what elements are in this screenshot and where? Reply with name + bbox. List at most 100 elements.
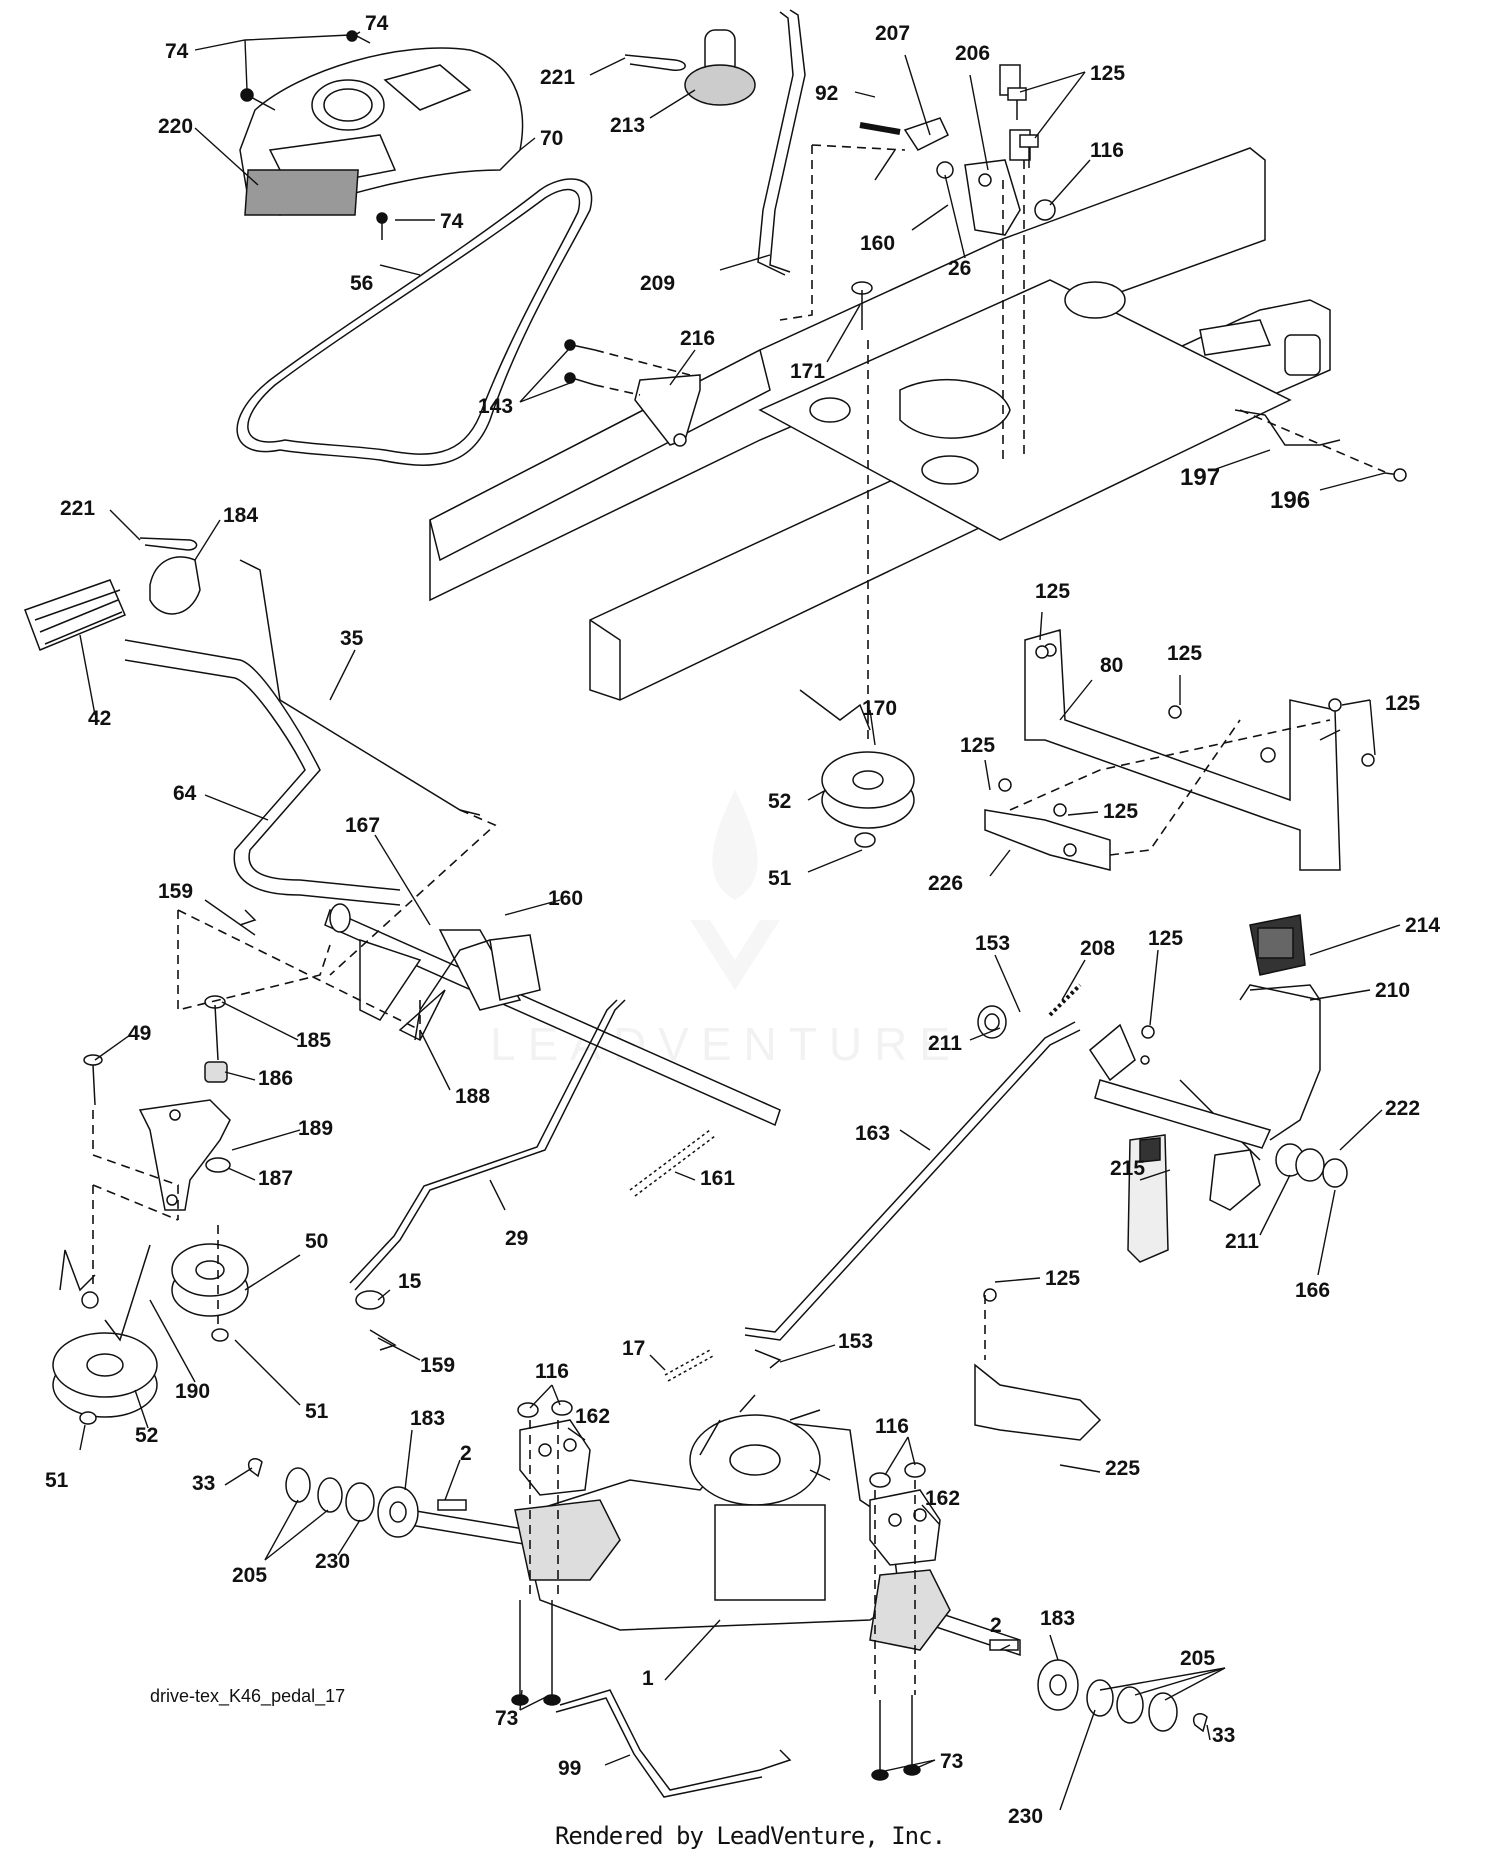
belt-part xyxy=(237,179,591,465)
callout-labels: 74 74 220 70 74 56 221 213 209 207 92 20… xyxy=(45,12,1440,1828)
callout-label: 207 xyxy=(875,22,910,45)
callout-label: 160 xyxy=(860,232,895,255)
idler-bracket-part xyxy=(84,996,230,1210)
callout-label: 116 xyxy=(535,1360,569,1383)
callout-label: 213 xyxy=(610,114,645,137)
callout-label: 159 xyxy=(420,1354,455,1377)
callout-label: 162 xyxy=(925,1487,960,1510)
callout-label: 74 xyxy=(440,210,464,233)
callout-label: 222 xyxy=(1385,1097,1420,1120)
callout-label: 185 xyxy=(296,1029,331,1052)
grip-part xyxy=(25,580,125,650)
spring-17-part xyxy=(665,1350,713,1381)
callout-label: 186 xyxy=(258,1067,293,1090)
callout-label: 26 xyxy=(948,257,971,280)
bracket-226-part xyxy=(985,810,1110,870)
callout-label: 170 xyxy=(862,697,897,720)
callout-label: 206 xyxy=(955,42,990,65)
bracket-216-part xyxy=(565,340,700,446)
right-axle-hardware-part xyxy=(990,1640,1207,1731)
callout-label: 116 xyxy=(875,1415,909,1438)
callout-label: 29 xyxy=(505,1227,528,1250)
callout-label: 183 xyxy=(410,1407,445,1430)
callout-label: 17 xyxy=(622,1337,645,1360)
callout-label: 205 xyxy=(1180,1647,1215,1670)
pedal-pad-part xyxy=(1250,915,1305,975)
knob-184-part xyxy=(150,557,200,614)
callout-label: 153 xyxy=(975,932,1010,955)
callout-label: 125 xyxy=(1090,62,1125,85)
idler-spring-part xyxy=(60,1245,150,1340)
callout-label: 92 xyxy=(815,82,838,105)
callout-label: 183 xyxy=(1040,1607,1075,1630)
callout-label: 80 xyxy=(1100,654,1123,677)
rod-163-part xyxy=(745,1022,1080,1340)
callout-label: 196 xyxy=(1270,487,1310,514)
callout-label: 2 xyxy=(990,1614,1002,1637)
callout-label: 49 xyxy=(128,1022,151,1045)
callout-label: 51 xyxy=(45,1469,69,1492)
pulley-50-part xyxy=(172,1244,248,1341)
callout-label: 208 xyxy=(1080,937,1115,960)
callout-label: 116 xyxy=(1090,139,1124,162)
bolt-73-part xyxy=(512,1600,920,1780)
bushing-211-part xyxy=(978,1006,1347,1187)
callout-label: 211 xyxy=(1225,1230,1259,1253)
callout-label: 33 xyxy=(1212,1724,1235,1747)
callout-label: 214 xyxy=(1405,914,1440,937)
chassis-frame-part xyxy=(430,148,1330,700)
callout-label: 125 xyxy=(1035,580,1070,603)
callout-label: 56 xyxy=(350,272,373,295)
callout-label: 209 xyxy=(640,272,675,295)
pulley-52-center-part xyxy=(800,690,914,847)
callout-label: 220 xyxy=(158,115,193,138)
callout-label: 216 xyxy=(680,327,715,350)
callout-label: 211 xyxy=(928,1032,962,1055)
spring-161-part xyxy=(630,1130,715,1196)
callout-label: 205 xyxy=(232,1564,267,1587)
rod-197-part xyxy=(1235,410,1406,481)
dash-cover-part xyxy=(240,48,523,215)
rendered-by-credit: Rendered by LeadVenture, Inc. xyxy=(554,1822,946,1850)
diagram-caption: drive-tex_K46_pedal_17 xyxy=(150,1686,346,1706)
rod-188-part xyxy=(415,940,490,1040)
hairpin-left-part xyxy=(140,538,197,550)
callout-label: 50 xyxy=(305,1230,328,1253)
transaxle-part xyxy=(410,1395,1020,1655)
callout-label: 15 xyxy=(398,1270,422,1293)
leader-lines xyxy=(79,34,1401,1811)
callout-label: 230 xyxy=(1008,1805,1043,1828)
callout-label: 143 xyxy=(478,395,513,418)
callout-label: 2 xyxy=(460,1442,472,1465)
callout-label: 221 xyxy=(540,66,575,89)
callout-label: 74 xyxy=(365,12,389,35)
callout-label: 99 xyxy=(558,1757,581,1780)
callout-label: 35 xyxy=(340,627,364,650)
callout-label: 125 xyxy=(1148,927,1183,950)
callout-label: 163 xyxy=(855,1122,890,1145)
callout-label: 162 xyxy=(575,1405,610,1428)
parts-artwork xyxy=(25,10,1406,1797)
callout-label: 184 xyxy=(223,504,258,527)
pulley-52-left-part xyxy=(53,1333,157,1424)
callout-label: 125 xyxy=(1045,1267,1080,1290)
pedal-part xyxy=(1180,985,1320,1210)
callout-label: 167 xyxy=(345,814,380,837)
callout-label: 33 xyxy=(192,1472,215,1495)
clip-part xyxy=(240,910,780,1368)
callout-label: 73 xyxy=(940,1750,963,1773)
rod-35-part xyxy=(240,560,480,815)
screw-part xyxy=(241,31,387,240)
callout-label: 190 xyxy=(175,1380,210,1403)
callout-label: 125 xyxy=(1385,692,1420,715)
callout-label: 73 xyxy=(495,1707,518,1730)
callout-label: 171 xyxy=(790,360,825,383)
callout-label: 52 xyxy=(135,1424,158,1447)
callout-label: 64 xyxy=(173,782,197,805)
callout-label: 42 xyxy=(88,707,111,730)
callout-label: 159 xyxy=(158,880,193,903)
assembly-lines xyxy=(92,144,1386,1700)
mount-bracket-162-left-part xyxy=(518,1401,590,1495)
callout-label: 52 xyxy=(768,790,791,813)
